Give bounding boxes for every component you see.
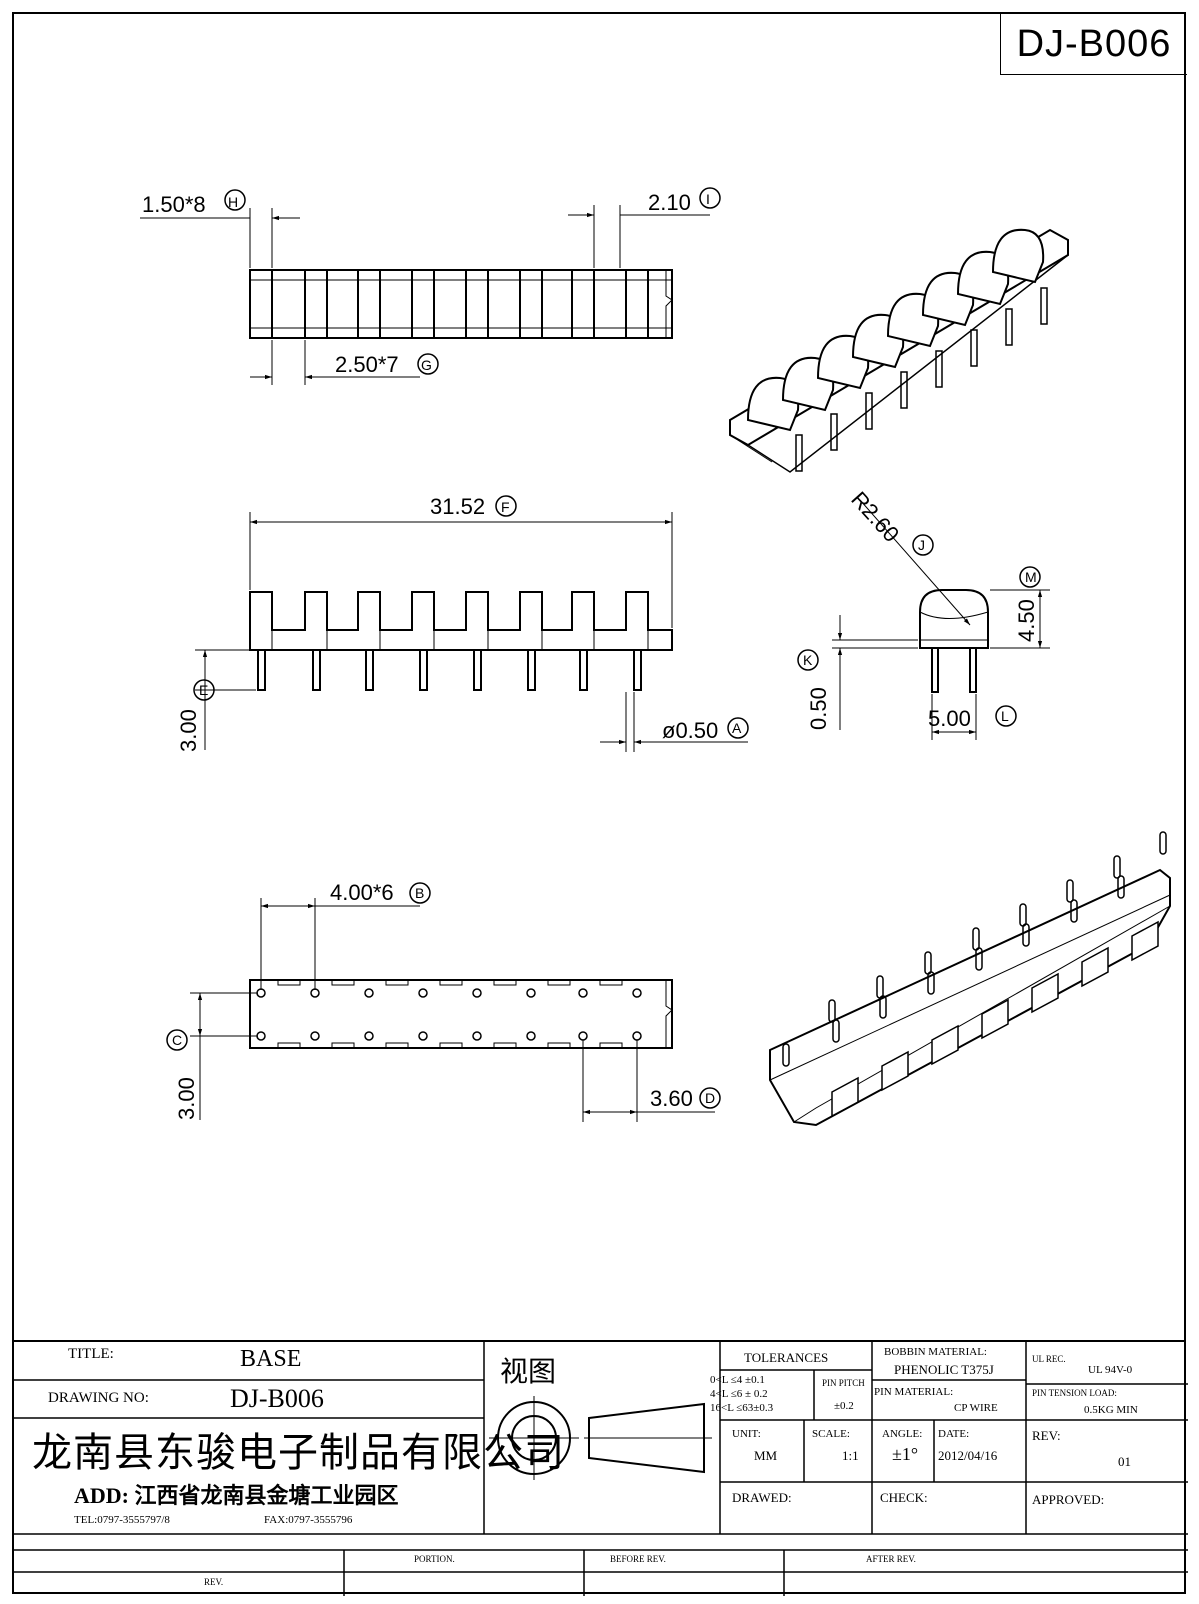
dim-g-value: 2.50*7 [335,352,399,377]
ul-rec-value: UL 94V-0 [1088,1364,1133,1376]
company-name: 龙南县东骏电子制品有限公司 [32,1430,565,1475]
side-view [832,499,1050,740]
view-label: 视图 [500,1357,557,1388]
company-fax: FAX:0797-3555796 [264,1514,353,1526]
dim-d-tag: D [705,1090,715,1106]
dim-m-value: 4.50 [1014,599,1039,642]
check-label: CHECK: [880,1490,928,1505]
dim-k-tag: K [803,652,813,668]
top-view [140,205,710,385]
company-tel: TEL:0797-3555797/8 [74,1514,170,1526]
drawing-code-box: DJ-B006 [1000,14,1187,75]
dim-d-value: 3.60 [650,1086,693,1111]
bobbin-material-label: BOBBIN MATERIAL: [884,1346,987,1358]
dim-i-tag: I [706,191,710,207]
pin-material-label: PIN MATERIAL: [874,1386,954,1398]
dim-g-tag: G [421,357,432,373]
dim-l-value: 5.00 [928,706,971,731]
dim-a-tag: A [732,720,742,736]
rev-column: REV. [204,1577,224,1587]
dim-e-value: 3.00 [176,709,201,752]
dim-h-tag: H [228,194,238,210]
dim-e-tag: E [199,682,208,698]
bottom-view [190,898,715,1122]
drawing-no-label: DRAWING NO: [48,1390,149,1406]
angle-value: ±1° [892,1444,919,1464]
pin-tension-value: 0.5KG MIN [1084,1404,1138,1416]
dim-j-value: R2.60 [846,487,904,547]
title-block-grid [14,1342,1188,1596]
dim-i-value: 2.10 [648,190,691,215]
rev-value: 01 [1118,1454,1131,1469]
drawing-code: DJ-B006 [1016,22,1172,65]
dim-m-tag: M [1025,569,1037,585]
drawed-label: DRAWED: [732,1490,792,1505]
dim-f-tag: F [501,499,510,515]
pin-material-value: CP WIRE [954,1402,998,1414]
angle-label: ANGLE: [882,1428,923,1440]
dim-b-tag: B [415,885,424,901]
isometric-bottom-view [769,831,1171,1127]
dim-k-value: 0.50 [806,687,831,730]
tolerance-row-2: 4<L ≤6 ± 0.2 [710,1388,768,1400]
pin-tension-label: PIN TENSION LOAD: [1032,1388,1117,1398]
date-value: 2012/04/16 [938,1448,998,1463]
dim-l-tag: L [1001,708,1009,724]
rev-label: REV: [1032,1428,1061,1443]
dim-a-value: ø0.50 [662,718,718,743]
tolerance-row-1: 0<L ≤4 ±0.1 [710,1374,765,1386]
approved-label: APPROVED: [1032,1492,1105,1507]
unit-label: UNIT: [732,1428,761,1440]
pin-pitch-value: ±0.2 [834,1400,854,1412]
dim-f-value: 31.52 [430,494,485,519]
date-label: DATE: [938,1428,970,1440]
after-rev-column: AFTER REV. [866,1554,916,1564]
tolerance-row-3: 16<L ≤63±0.3 [710,1402,774,1414]
tolerances-label: TOLERANCES [744,1350,829,1365]
dim-h-value: 1.50*8 [142,192,206,217]
company-address: ADD: 江西省龙南县金塘工业园区 [74,1483,399,1508]
dim-c-value: 3.00 [174,1077,199,1120]
dim-b-value: 4.00*6 [330,880,394,905]
title-label: TITLE: [68,1346,114,1362]
title-value: BASE [240,1346,302,1372]
scale-label: SCALE: [812,1428,850,1440]
before-rev-column: BEFORE REV. [610,1554,666,1564]
drawing-no-value: DJ-B006 [230,1384,324,1413]
projection-symbol [489,1396,712,1480]
dim-c-tag: C [172,1032,182,1048]
ul-rec-label: UL REC. [1032,1354,1066,1364]
unit-value: MM [754,1448,778,1463]
dim-j-tag: J [918,537,925,553]
isometric-top-view [729,228,1069,473]
title-block: TITLE: BASE DRAWING NO: DJ-B006 龙南县东骏电子制… [12,1340,1188,1596]
portion-column: PORTION. [414,1554,455,1564]
scale-value: 1:1 [842,1448,859,1463]
front-view [195,512,748,752]
bobbin-material-value: PHENOLIC T375J [894,1362,994,1377]
pin-pitch-label: PIN PITCH [822,1378,865,1388]
